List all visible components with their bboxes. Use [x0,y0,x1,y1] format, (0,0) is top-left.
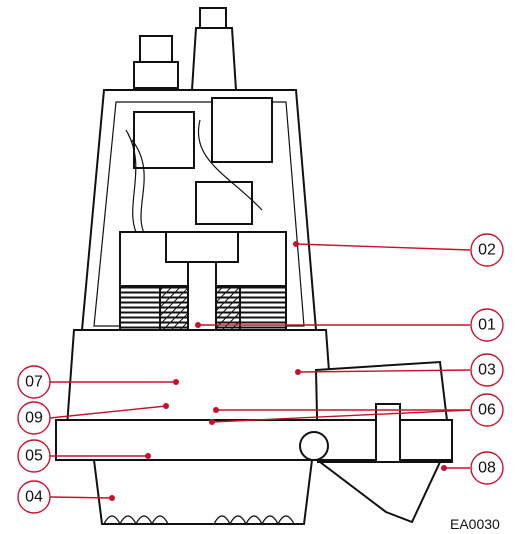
callout-06-label: 06 [478,402,496,419]
callout-09: 09 [17,401,51,435]
callout-05: 05 [17,439,51,473]
callout-04-label: 04 [25,489,43,506]
callout-07-label: 07 [25,374,43,391]
wiring-compartment [125,97,273,241]
callout-01: 01 [470,308,504,342]
callout-05-label: 05 [25,448,43,465]
callout-01-label: 01 [478,317,496,334]
callout-08-label: 08 [478,460,496,477]
callout-06: 06 [470,393,504,427]
top-fittings [133,7,238,91]
callout-07: 07 [17,365,51,399]
callout-03: 03 [470,353,504,387]
callout-03-label: 03 [478,362,496,379]
callout-02-label: 02 [478,242,496,259]
callout-09-label: 09 [25,410,43,427]
base-intake [92,459,442,526]
pump-body [55,329,454,469]
callout-leaders [49,241,471,501]
callout-02: 02 [470,233,504,267]
drawing-code: EA0030 [450,516,500,532]
callout-08: 08 [470,451,504,485]
callout-04: 04 [17,480,51,514]
